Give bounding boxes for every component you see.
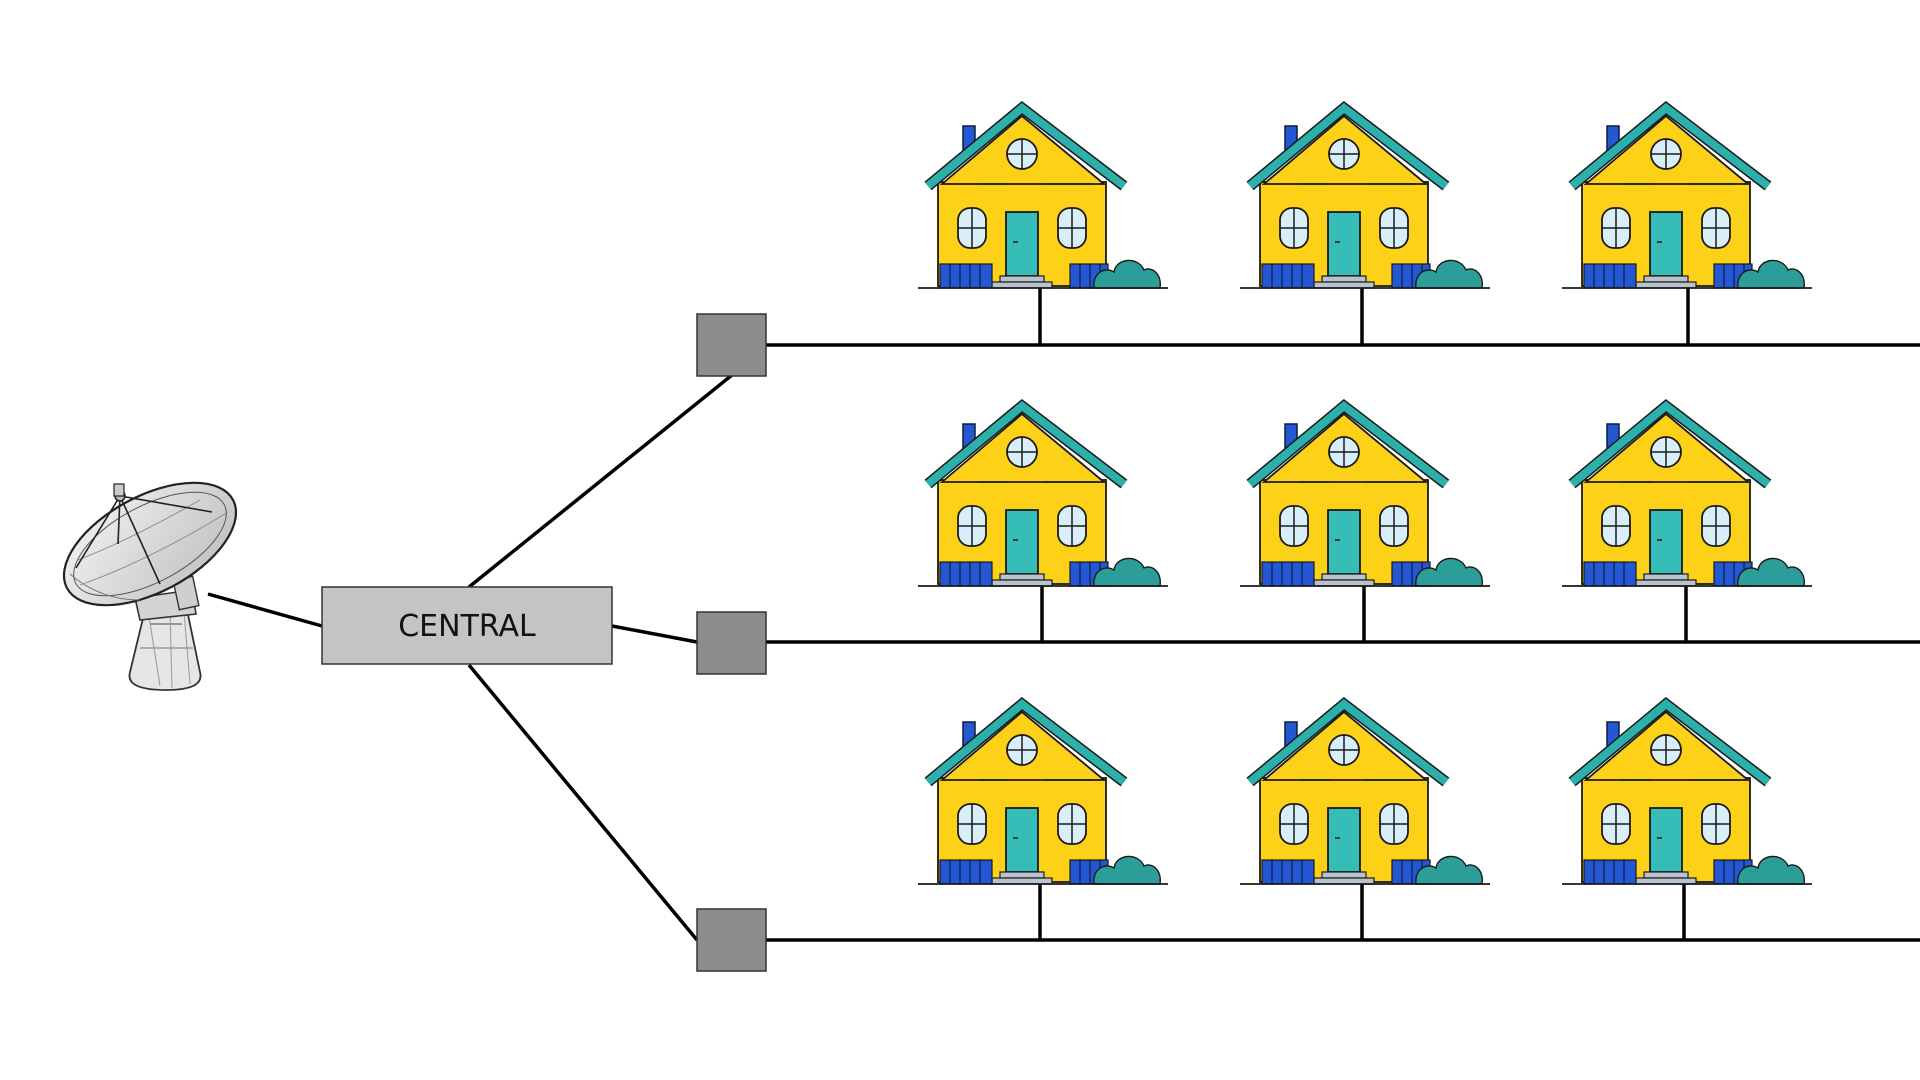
satellite-dish-icon	[62, 481, 238, 691]
central-hub: CENTRAL	[321, 586, 613, 665]
house-icon	[1240, 704, 1490, 884]
house-icon	[918, 108, 1168, 288]
house-icon	[918, 406, 1168, 586]
distribution-node-3	[696, 908, 767, 972]
distribution-node-2	[696, 611, 767, 675]
house-icon	[1562, 108, 1812, 288]
house-icon	[918, 704, 1168, 884]
house-drops	[1038, 288, 1690, 940]
link-central-node-1	[467, 373, 734, 589]
house-icon	[1562, 406, 1812, 586]
house-icon	[1240, 108, 1490, 288]
link-central-node-2	[611, 624, 698, 644]
house-icon	[1240, 406, 1490, 586]
central-label: CENTRAL	[398, 609, 536, 644]
link-dish-central	[207, 592, 323, 628]
house-row-1	[918, 108, 1812, 288]
house-row-3	[918, 704, 1812, 884]
house-row-2	[918, 406, 1812, 586]
link-central-node-3	[467, 663, 699, 942]
distribution-node-1	[696, 313, 767, 377]
house-icon	[1562, 704, 1812, 884]
